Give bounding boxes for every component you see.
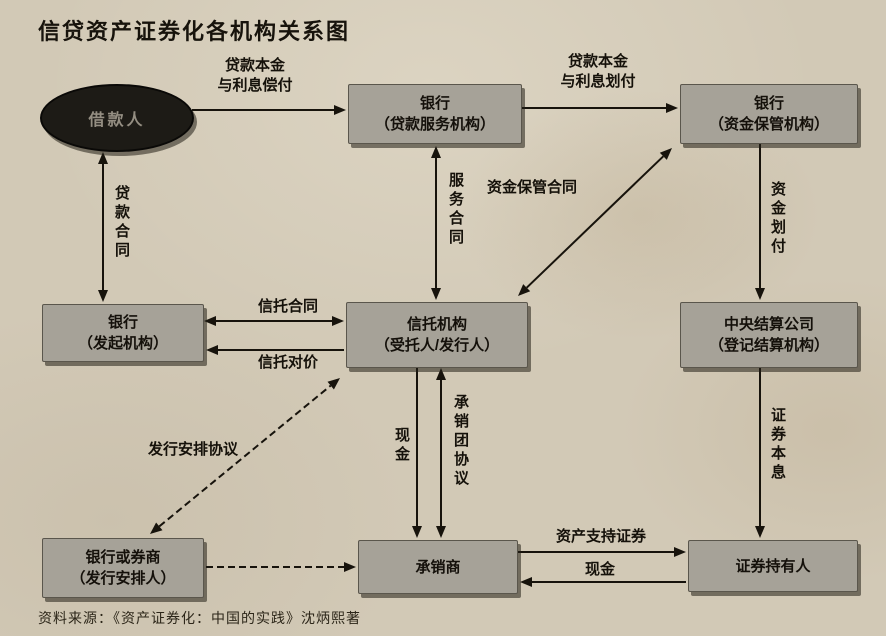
diagram-title: 信贷资产证券化各机构关系图 <box>38 19 351 44</box>
arrow-underwriting-agreement <box>436 368 446 538</box>
source-note: 资料来源：《资产证券化：中国的实践》沈炳熙著 <box>38 612 361 627</box>
node-borrower-label: 借款人 <box>88 112 146 129</box>
label-trust-contract: 信托合同 <box>257 298 318 315</box>
label-securities-principal-interest: 证券本息 <box>769 407 786 483</box>
node-custodian-bank: 银行 （资金保管机构） <box>680 84 858 144</box>
arrow-loan-repayment <box>192 105 346 115</box>
label-underwriting-agreement: 承销团协议 <box>452 394 469 489</box>
node-arranger: 银行或券商 （发行安排人） <box>42 538 204 598</box>
arrow-abs <box>518 547 686 557</box>
label-cash-bottom: 现金 <box>584 561 615 578</box>
node-custodian-bank-name: 银行 <box>753 95 784 112</box>
node-loan-service-bank: 银行 （贷款服务机构） <box>348 84 522 144</box>
label-trust-consideration: 信托对价 <box>257 354 318 371</box>
node-ccdc-role: （登记结算机构） <box>708 337 829 354</box>
label-loan-repayment: 贷款本金 与利息偿付 <box>185 56 325 97</box>
label-loan-contract: 贷款合同 <box>113 185 130 261</box>
node-ccdc: 中央结算公司 （登记结算机构） <box>680 302 858 368</box>
arrow-cash-trust-underwriter <box>412 368 422 538</box>
label-fund-transfer: 资金划付 <box>769 181 786 257</box>
node-custodian-bank-role: （资金保管机构） <box>708 116 829 133</box>
node-holders-label: 证券持有人 <box>735 557 811 575</box>
node-loan-service-bank-role: （贷款服务机构） <box>374 116 495 133</box>
node-originator-bank-role: （发起机构） <box>77 335 168 352</box>
arrow-service-contract <box>431 146 441 300</box>
arrow-trust-contract <box>204 316 344 326</box>
node-ccdc-name: 中央结算公司 <box>723 316 814 333</box>
arrow-custody-contract <box>518 148 672 296</box>
node-trust-name: 信托机构 <box>406 316 467 333</box>
node-arranger-role: （发行安排人） <box>70 570 176 587</box>
label-loan-repayment-line1: 贷款本金 <box>224 57 285 74</box>
arrow-loan-contract <box>98 152 108 302</box>
label-custody-contract: 资金保管合同 <box>487 179 578 196</box>
label-loan-repayment-line2: 与利息偿付 <box>217 77 293 95</box>
node-underwriter-label: 承销商 <box>415 558 461 576</box>
node-trust: 信托机构 （受托人/发行人） <box>346 302 528 368</box>
label-cash-trust: 现金 <box>393 427 410 465</box>
node-originator-bank-name: 银行 <box>107 314 138 331</box>
arrow-arranger-underwriter <box>206 562 356 572</box>
label-loan-transfer-line2: 与利息划付 <box>560 73 636 91</box>
arrow-securities-principal-interest <box>755 368 765 538</box>
arrow-cash-holders-underwriter <box>520 577 686 587</box>
arrow-loan-transfer <box>522 103 678 113</box>
node-underwriter: 承销商 <box>358 540 518 594</box>
arrow-issuance-arrangement <box>150 378 340 534</box>
arrow-trust-consideration <box>206 345 344 355</box>
node-originator-bank: 银行 （发起机构） <box>42 304 204 362</box>
node-arranger-name: 银行或券商 <box>85 549 161 566</box>
node-trust-role: （受托人/发行人） <box>374 337 500 354</box>
label-loan-transfer-line1: 贷款本金 <box>567 53 628 70</box>
label-loan-transfer: 贷款本金 与利息划付 <box>528 52 668 93</box>
node-holders: 证券持有人 <box>688 540 858 592</box>
arrow-fund-transfer <box>755 144 765 300</box>
label-abs: 资产支持证券 <box>555 528 646 545</box>
label-issuance-arrangement: 发行安排协议 <box>148 441 239 458</box>
node-borrower: 借款人 <box>40 84 194 152</box>
label-service-contract: 服务合同 <box>447 172 464 248</box>
node-loan-service-bank-name: 银行 <box>419 95 450 112</box>
